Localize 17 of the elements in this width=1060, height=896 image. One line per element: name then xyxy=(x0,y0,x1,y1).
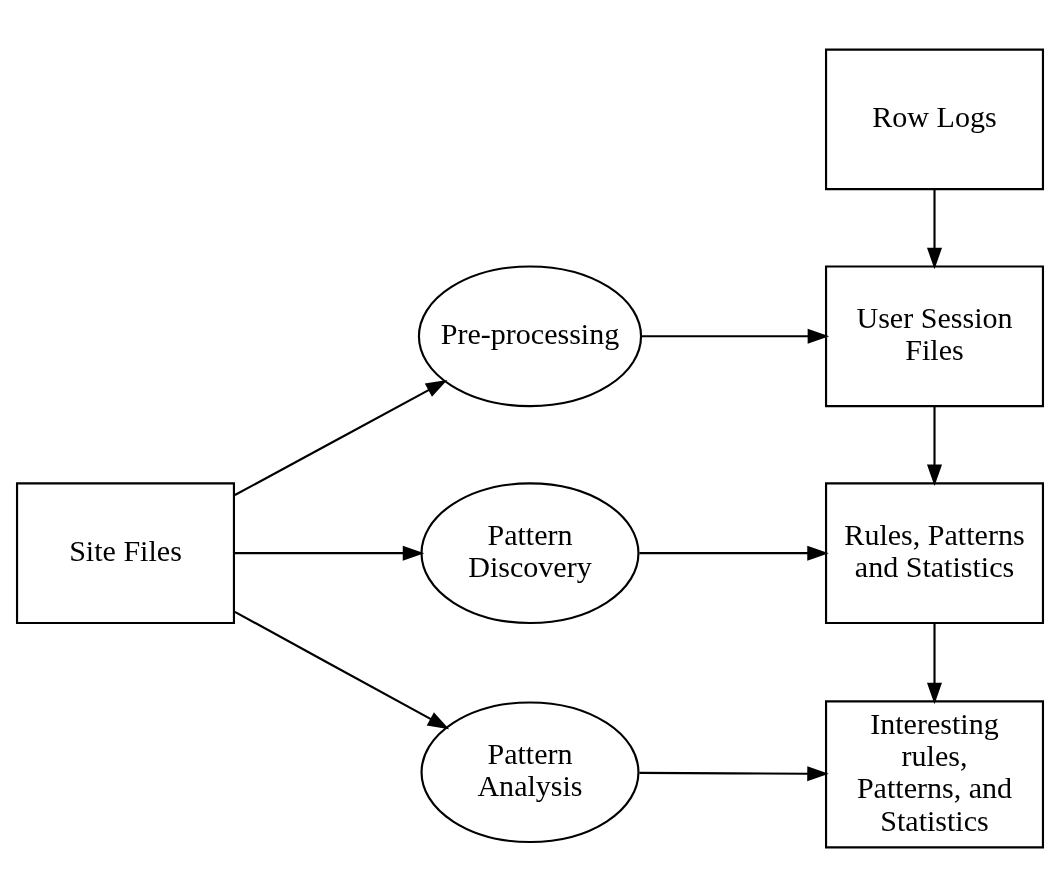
arrow xyxy=(234,379,448,496)
node-ellipse: Pre-processing xyxy=(417,264,643,407)
node-ellipse: Pattern Analysis xyxy=(420,700,640,843)
arrow xyxy=(926,405,943,486)
node-box: Interesting rules, Patterns, and Statistics xyxy=(824,699,1045,848)
arrow xyxy=(234,610,450,729)
node-box: User Session Files xyxy=(824,264,1045,407)
node-box: Row Logs xyxy=(824,48,1045,190)
arrow xyxy=(234,545,425,561)
arrow xyxy=(639,765,829,781)
node-ellipse: Pattern Discovery xyxy=(420,481,640,624)
arrow xyxy=(641,328,830,344)
arrow xyxy=(639,545,829,561)
node-box: Site Files xyxy=(15,481,236,624)
arrow xyxy=(926,622,943,704)
node-box: Rules, Patterns and Statistics xyxy=(824,481,1045,624)
arrow xyxy=(926,188,943,269)
